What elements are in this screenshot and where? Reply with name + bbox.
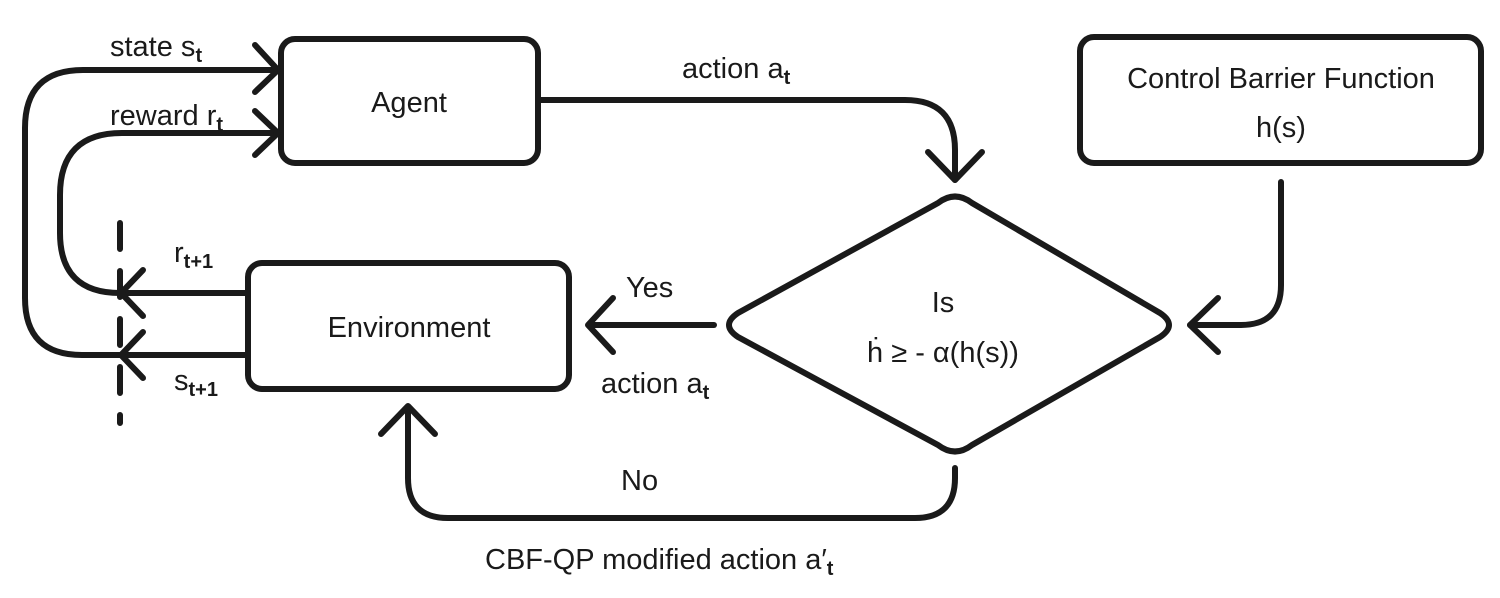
reward-arrowhead <box>252 108 281 158</box>
next-state-arrowhead <box>118 329 146 381</box>
action-out-label: action at <box>682 53 791 89</box>
no-arrowhead <box>378 403 438 437</box>
environment-label: Environment <box>328 312 491 344</box>
next-reward-label: rt+1 <box>174 237 213 273</box>
reward-label: reward rt <box>110 100 223 136</box>
environment-box <box>245 260 572 392</box>
action-connector <box>538 97 958 183</box>
action-arrowhead <box>925 149 985 183</box>
state-label: state st <box>110 31 202 67</box>
no-label: No <box>621 465 658 497</box>
state-arrowhead <box>252 42 281 95</box>
cbf-function: h(s) <box>1256 112 1306 144</box>
cbf-connector <box>1187 179 1284 328</box>
action-in-label: action at <box>601 368 710 404</box>
yes-label: Yes <box>626 272 673 304</box>
next-state-label: st+1 <box>174 365 218 401</box>
yes-arrowhead <box>585 295 616 355</box>
agent-box <box>278 36 541 166</box>
agent-label: Agent <box>371 87 447 119</box>
no-connector <box>405 405 958 521</box>
cbf-box <box>1077 34 1484 166</box>
modified-action-label: CBF-QP modified action a′t <box>485 544 834 580</box>
cbf-title: Control Barrier Function <box>1127 63 1435 95</box>
state-loop <box>22 67 281 358</box>
decision-condition: ḣ ≥ - α(h(s)) <box>867 336 1019 369</box>
decision-line1: Is <box>932 287 955 319</box>
cbf-arrowhead <box>1187 295 1221 355</box>
decision-diamond <box>726 193 1172 455</box>
reward-loop <box>57 130 281 296</box>
